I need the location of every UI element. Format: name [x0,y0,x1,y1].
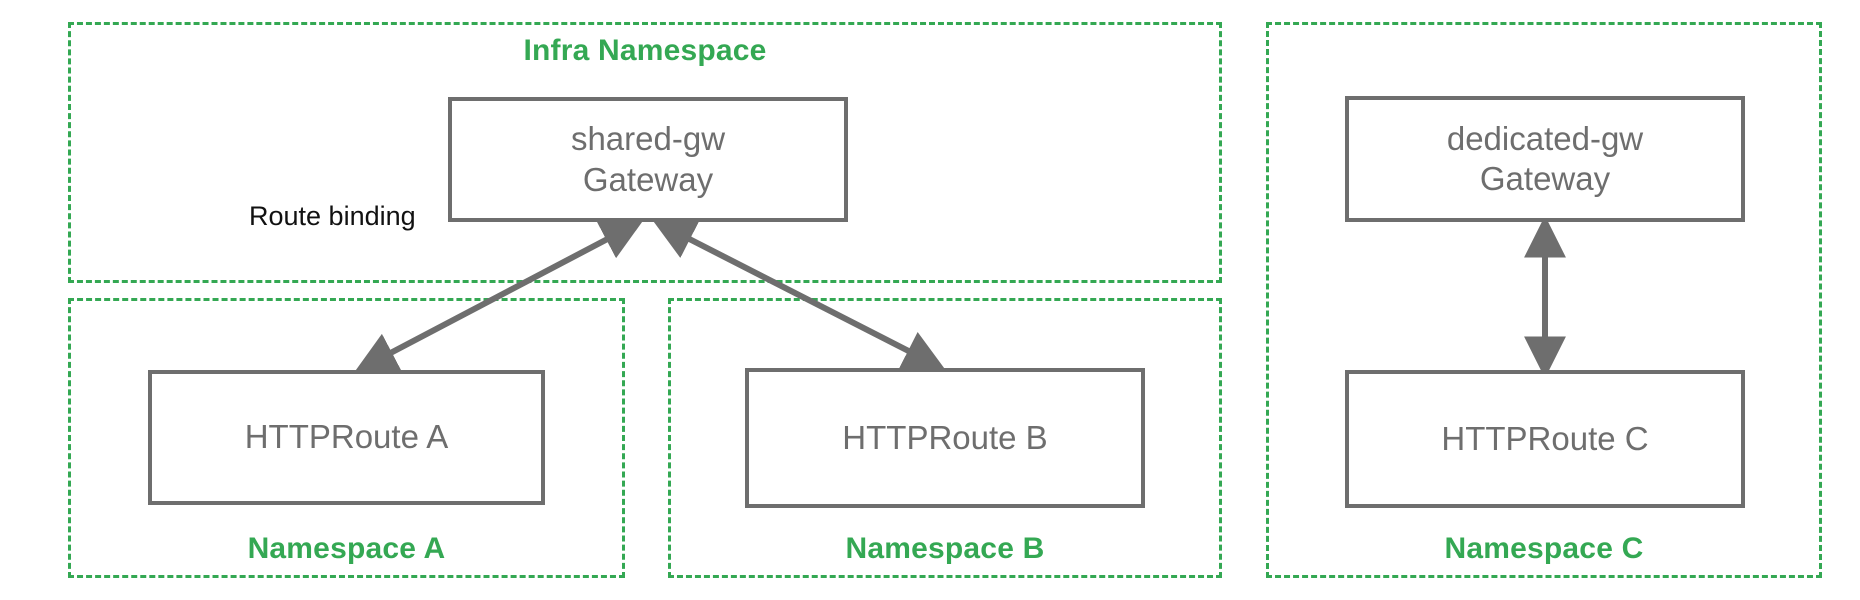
resource-box-shared-gw[interactable]: shared-gw Gateway [448,97,848,222]
namespace-label-infra: Infra Namespace [523,34,767,67]
resource-box-httproute-a[interactable]: HTTPRoute A [148,370,545,505]
resource-name-dedicated-gw: dedicated-gw [1446,119,1644,157]
resource-box-dedicated-gw[interactable]: dedicated-gw Gateway [1345,96,1745,222]
resource-kind-shared-gw: Gateway [582,160,714,198]
namespace-label-a: Namespace A [247,532,446,565]
resource-name-httproute-c: HTTPRoute C [1441,419,1649,457]
namespace-box-a [68,298,625,578]
resource-box-httproute-c[interactable]: HTTPRoute C [1345,370,1745,508]
namespace-label-c: Namespace C [1444,532,1644,565]
resource-kind-dedicated-gw: Gateway [1479,160,1611,197]
edge-label-route-binding: Route binding [249,201,416,231]
namespace-label-b: Namespace B [845,532,1045,565]
resource-box-httproute-b[interactable]: HTTPRoute B [745,368,1145,508]
namespace-box-infra [68,22,1222,283]
namespace-box-c [1266,22,1822,578]
resource-name-httproute-b: HTTPRoute B [842,418,1048,456]
resource-name-httproute-a: HTTPRoute A [244,418,449,456]
resource-name-shared-gw: shared-gw [570,120,726,158]
